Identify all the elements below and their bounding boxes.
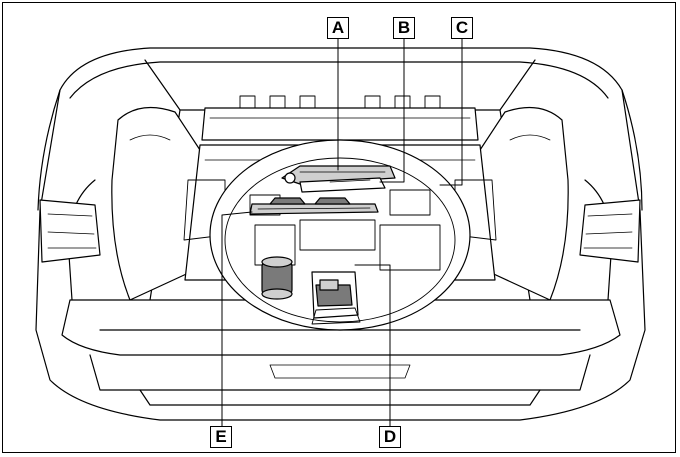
jack-icon [249, 197, 379, 215]
right-tail-light [579, 199, 641, 263]
callout-e: E [210, 426, 232, 448]
callout-c: C [451, 17, 473, 39]
callout-leader-lines [221, 37, 463, 429]
callout-b: B [393, 17, 415, 39]
tool-bag-icon [299, 177, 386, 193]
left-tail-light [39, 199, 101, 263]
spare-tire-icon [311, 271, 361, 325]
callout-a: A [327, 17, 349, 39]
callout-d: D [379, 426, 401, 448]
tire-repair-kit-icon [261, 256, 293, 300]
